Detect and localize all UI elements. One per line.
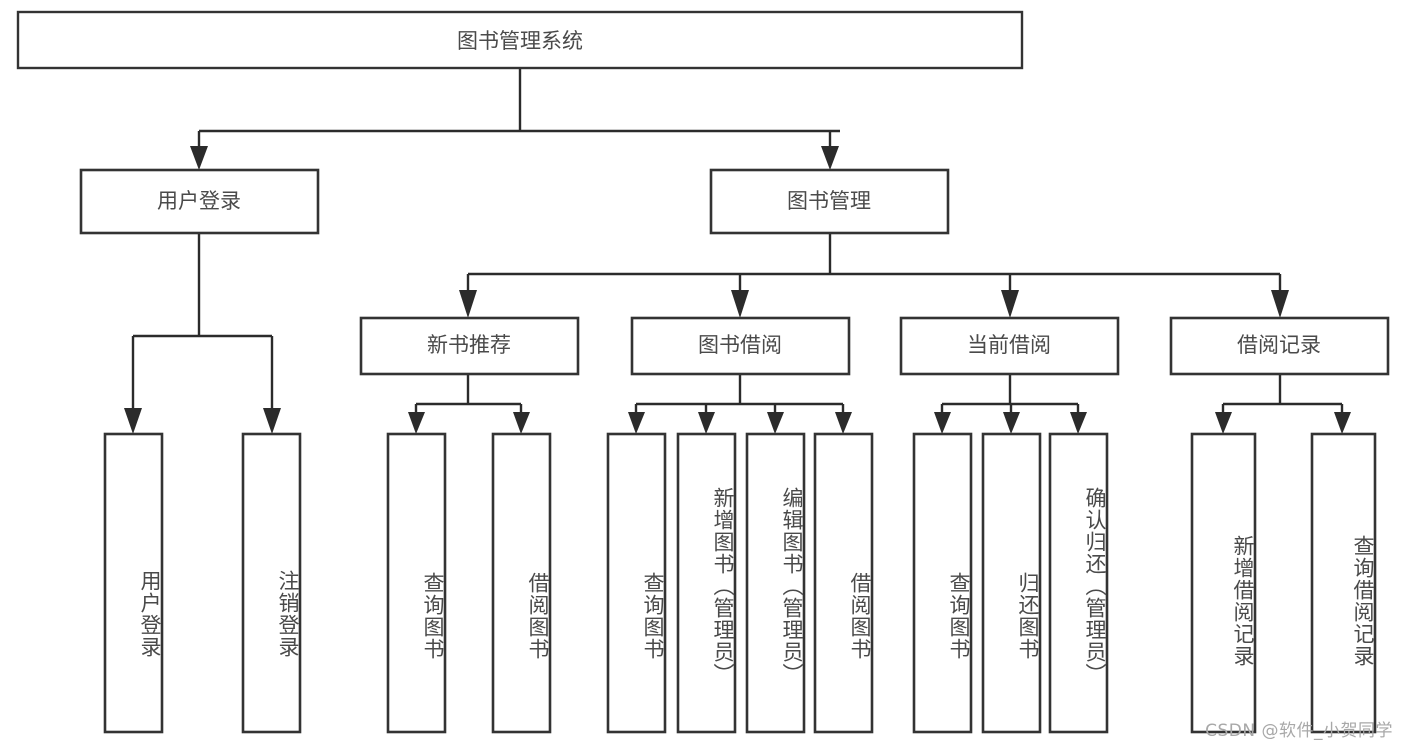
node-leaf-query-book-current[interactable]: 查询图书 — [912, 432, 973, 734]
node-leaf-add-record-box[interactable] — [1190, 432, 1257, 734]
node-leaf-query-book-current-label-wrap: 查询图书 — [947, 572, 971, 660]
node-current-borrow-label: 当前借阅 — [967, 333, 1051, 357]
arrowhead-leaf-query-book-rec — [408, 412, 425, 434]
node-book-manage[interactable]: 图书管理 — [709, 168, 950, 235]
node-leaf-query-book-borrow-label-wrap: 查询图书 — [641, 572, 665, 660]
node-leaf-add-record-label: 新增借阅记录 — [1231, 535, 1255, 667]
node-leaf-query-book-rec-label: 查询图书 — [421, 572, 445, 660]
node-borrow-record[interactable]: 借阅记录 — [1169, 316, 1390, 376]
arrowhead-leaf-query-book-current — [934, 412, 951, 434]
node-leaf-query-book-current-label: 查询图书 — [947, 572, 971, 660]
node-leaf-logout[interactable]: 注销登录 — [241, 432, 302, 734]
arrowhead-borrow-record — [1271, 290, 1289, 318]
node-borrow-record-label: 借阅记录 — [1237, 333, 1321, 357]
node-leaf-query-record-label-wrap: 查询借阅记录 — [1351, 535, 1375, 667]
node-user-login-label: 用户登录 — [157, 189, 241, 213]
node-leaf-edit-book[interactable]: 编辑图书（管理员） — [745, 432, 806, 734]
node-leaf-logout-label-wrap: 注销登录 — [276, 570, 300, 658]
node-book-manage-box[interactable] — [709, 168, 950, 235]
node-leaf-user-login-label: 用户登录 — [138, 570, 162, 658]
node-leaf-add-book[interactable]: 新增图书（管理员） — [676, 432, 737, 734]
arrowhead-leaf-confirm-return — [1070, 412, 1087, 434]
node-leaf-confirm-return-box[interactable] — [1048, 432, 1109, 734]
node-leaf-return-book-label: 归还图书 — [1016, 572, 1040, 660]
node-leaf-query-book-borrow-label: 查询图书 — [641, 572, 665, 660]
node-new-book-recommend-label: 新书推荐 — [427, 333, 511, 357]
arrowhead-leaf-query-book-borrow — [628, 412, 645, 434]
node-leaf-user-login-box[interactable] — [103, 432, 164, 734]
arrowhead-leaf-query-record — [1334, 412, 1351, 434]
node-root-label: 图书管理系统 — [457, 29, 583, 53]
node-leaf-user-login-label-wrap: 用户登录 — [138, 570, 162, 658]
arrowhead-leaf-user-login — [124, 408, 142, 434]
arrowhead-leaf-add-book — [698, 412, 715, 434]
node-book-manage-label: 图书管理 — [787, 189, 871, 213]
arrowhead-new-book-recommend — [459, 290, 477, 318]
node-leaf-query-book-borrow-box[interactable] — [606, 432, 667, 734]
node-leaf-add-book-box[interactable] — [676, 432, 737, 734]
node-leaf-query-record-box[interactable] — [1310, 432, 1377, 734]
node-leaf-confirm-return[interactable]: 确认归还（管理员） — [1048, 432, 1109, 734]
node-user-login[interactable]: 用户登录 — [79, 168, 320, 235]
node-current-borrow-box[interactable] — [899, 316, 1120, 376]
node-leaf-query-book-rec-box[interactable] — [386, 432, 447, 734]
node-leaf-borrow-book-rec-box[interactable] — [491, 432, 552, 734]
node-leaf-query-book-borrow[interactable]: 查询图书 — [606, 432, 667, 734]
node-leaf-borrow-book-label: 借阅图书 — [848, 572, 872, 660]
node-leaf-logout-box[interactable] — [241, 432, 302, 734]
arrowhead-current-borrow — [1001, 290, 1019, 318]
node-leaf-confirm-return-label: 确认归还（管理员） — [1083, 487, 1107, 685]
node-user-login-box[interactable] — [79, 168, 320, 235]
node-leaf-query-record[interactable]: 查询借阅记录 — [1310, 432, 1377, 734]
node-leaf-add-record-label-wrap: 新增借阅记录 — [1231, 535, 1255, 667]
node-book-borrow-label: 图书借阅 — [698, 333, 782, 357]
node-leaf-return-book-label-wrap: 归还图书 — [1016, 572, 1040, 660]
node-leaf-return-book[interactable]: 归还图书 — [981, 432, 1042, 734]
node-leaf-add-record[interactable]: 新增借阅记录 — [1190, 432, 1257, 734]
node-leaf-query-book-rec[interactable]: 查询图书 — [386, 432, 447, 734]
node-leaf-return-book-box[interactable] — [981, 432, 1042, 734]
node-leaf-borrow-book[interactable]: 借阅图书 — [813, 432, 874, 734]
node-leaf-borrow-book-label-wrap: 借阅图书 — [848, 572, 872, 660]
arrowhead-leaf-add-record — [1215, 412, 1232, 434]
node-leaf-query-book-rec-label-wrap: 查询图书 — [421, 572, 445, 660]
arrowhead-user-login — [190, 146, 208, 170]
node-leaf-query-record-label: 查询借阅记录 — [1351, 535, 1375, 667]
node-root-box[interactable] — [16, 10, 1024, 70]
connector-layer — [124, 68, 1351, 434]
arrowhead-leaf-logout — [263, 408, 281, 434]
arrowhead-leaf-return-book — [1003, 412, 1020, 434]
node-current-borrow[interactable]: 当前借阅 — [899, 316, 1120, 376]
arrowhead-book-manage — [821, 146, 839, 170]
node-leaf-add-book-label-wrap: 新增图书（管理员） — [711, 487, 735, 685]
node-leaf-confirm-return-label-wrap: 确认归还（管理员） — [1083, 487, 1107, 685]
node-new-book-recommend-box[interactable] — [359, 316, 580, 376]
node-root[interactable]: 图书管理系统 — [16, 10, 1024, 70]
node-leaf-query-book-current-box[interactable] — [912, 432, 973, 734]
arrowhead-book-borrow — [731, 290, 749, 318]
arrowhead-leaf-borrow-book — [835, 412, 852, 434]
node-leaf-edit-book-box[interactable] — [745, 432, 806, 734]
node-leaf-logout-label: 注销登录 — [276, 570, 300, 658]
node-book-borrow[interactable]: 图书借阅 — [630, 316, 851, 376]
node-leaf-borrow-book-rec[interactable]: 借阅图书 — [491, 432, 552, 734]
node-leaf-add-book-label: 新增图书（管理员） — [711, 487, 735, 685]
node-leaf-edit-book-label: 编辑图书（管理员） — [780, 487, 804, 685]
node-leaf-borrow-book-rec-label: 借阅图书 — [526, 572, 550, 660]
node-leaf-edit-book-label-wrap: 编辑图书（管理员） — [780, 487, 804, 685]
node-leaf-borrow-book-box[interactable] — [813, 432, 874, 734]
arrowhead-leaf-edit-book — [767, 412, 784, 434]
node-leaf-borrow-book-rec-label-wrap: 借阅图书 — [526, 572, 550, 660]
node-leaf-user-login[interactable]: 用户登录 — [103, 432, 164, 734]
node-book-borrow-box[interactable] — [630, 316, 851, 376]
node-new-book-recommend[interactable]: 新书推荐 — [359, 316, 580, 376]
arrowhead-leaf-borrow-book-rec — [513, 412, 530, 434]
node-borrow-record-box[interactable] — [1169, 316, 1390, 376]
